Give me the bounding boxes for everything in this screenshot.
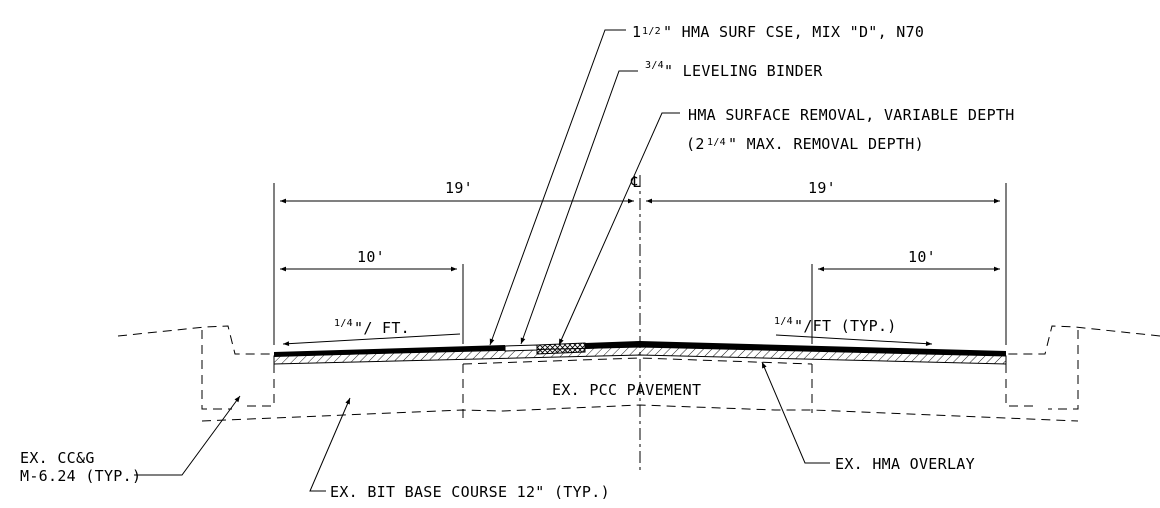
label-ex-pcc-pavement: EX. PCC PAVEMENT bbox=[552, 381, 701, 399]
leveling-binder-layer bbox=[504, 344, 538, 352]
hma-surface-course-right bbox=[585, 341, 1006, 356]
svg-text:HMA SURFACE REMOVAL, VARIABLE: HMA SURFACE REMOVAL, VARIABLE DEPTH bbox=[688, 106, 1015, 124]
svg-text:" LEVELING BINDER: " LEVELING BINDER bbox=[664, 62, 823, 80]
callout-ex-hma-overlay: EX. HMA OVERLAY bbox=[761, 361, 975, 473]
existing-pcc-slab bbox=[462, 357, 813, 422]
svg-text:" MAX. REMOVAL DEPTH): " MAX. REMOVAL DEPTH) bbox=[728, 135, 924, 153]
existing-ground-right bbox=[1005, 325, 1160, 410]
svg-text:(2: (2 bbox=[686, 135, 705, 153]
svg-text:"/ FT.: "/ FT. bbox=[354, 319, 410, 337]
svg-text:10': 10' bbox=[908, 248, 936, 266]
svg-text:19': 19' bbox=[808, 179, 836, 197]
svg-text:10': 10' bbox=[357, 248, 385, 266]
svg-text:19': 19' bbox=[445, 179, 473, 197]
slope-left: 1/4 "/ FT. bbox=[282, 318, 461, 347]
callout-surface-removal: HMA SURFACE REMOVAL, VARIABLE DEPTH (2 1… bbox=[558, 106, 1015, 346]
svg-text:"/FT (TYP.): "/FT (TYP.) bbox=[794, 317, 897, 335]
svg-text:1/2: 1/2 bbox=[642, 26, 661, 37]
callout-leveling-binder: 3/4 " LEVELING BINDER bbox=[520, 60, 823, 345]
dimension-left-lane: 10' bbox=[280, 248, 464, 344]
callout-surface-course: 1 1/2 " HMA SURF CSE, MIX "D", N70 bbox=[489, 23, 924, 346]
dimension-right-half: 19' bbox=[646, 179, 1007, 345]
surface-removal-area bbox=[536, 342, 586, 355]
callout-ex-ccg: EX. CC&G M-6.24 (TYP.) bbox=[20, 395, 241, 485]
slope-right: 1/4 "/FT (TYP.) bbox=[774, 316, 933, 347]
svg-text:1: 1 bbox=[632, 23, 641, 41]
svg-text:M-6.24 (TYP.): M-6.24 (TYP.) bbox=[20, 467, 141, 485]
svg-text:3/4: 3/4 bbox=[645, 60, 664, 71]
svg-text:EX. CC&G: EX. CC&G bbox=[20, 449, 95, 467]
callout-ex-bit-base: EX. BIT BASE COURSE 12" (TYP.) bbox=[309, 397, 610, 501]
svg-text:1/4: 1/4 bbox=[334, 318, 353, 329]
hma-surface-course-left bbox=[274, 345, 505, 357]
dimension-left-half: 19' bbox=[273, 179, 634, 345]
existing-ground-left bbox=[117, 325, 275, 410]
svg-text:EX. BIT BASE COURSE 12" (TYP.): EX. BIT BASE COURSE 12" (TYP.) bbox=[330, 483, 610, 501]
svg-text:EX. HMA OVERLAY: EX. HMA OVERLAY bbox=[835, 455, 975, 473]
dimension-right-lane: 10' bbox=[811, 248, 1000, 344]
svg-text:1/4: 1/4 bbox=[707, 137, 726, 148]
svg-text:1/4: 1/4 bbox=[774, 316, 793, 327]
svg-text:" HMA SURF CSE, MIX "D", N70: " HMA SURF CSE, MIX "D", N70 bbox=[663, 23, 924, 41]
centerline-symbol: ℄ bbox=[630, 173, 641, 191]
